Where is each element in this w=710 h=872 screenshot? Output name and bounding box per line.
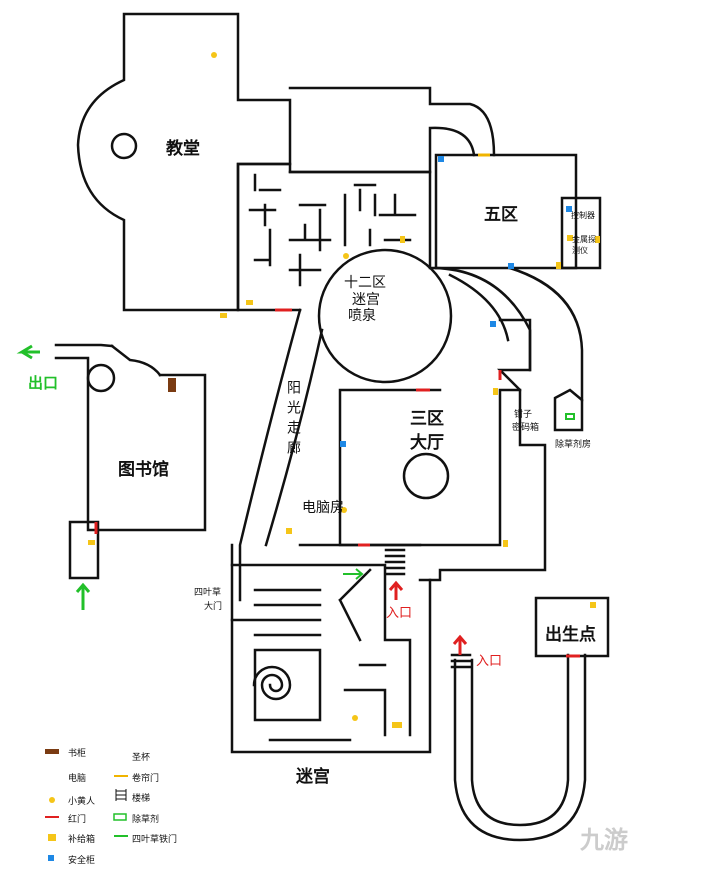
hall3-label-2: 大厅 bbox=[410, 433, 444, 453]
zone12-fountain-room bbox=[317, 248, 453, 384]
zone5-walls bbox=[434, 153, 578, 270]
legend-little-yellow-man: 小黄人 bbox=[68, 797, 96, 807]
maze-walls bbox=[230, 543, 432, 754]
entrance-label-1: 入口 bbox=[386, 606, 413, 621]
library-walls bbox=[86, 358, 207, 532]
maze-spiral bbox=[252, 665, 292, 701]
legend-bookshelf: 书柜 bbox=[68, 749, 87, 759]
zone5-label: 五区 bbox=[484, 205, 518, 225]
controller-label: 控制器 bbox=[571, 211, 595, 220]
legend-herbicide: 除草剂 bbox=[132, 815, 160, 825]
metal-detector-label: 金属探测仪 bbox=[572, 235, 596, 255]
hall3-pillar bbox=[402, 452, 450, 500]
library-label: 图书馆 bbox=[118, 460, 169, 480]
computer-room-label: 电脑房 bbox=[302, 500, 344, 516]
legend-red-door: 红门 bbox=[68, 815, 87, 825]
library-stair-circle bbox=[86, 363, 116, 393]
legend-rolling-door: 卷帘门 bbox=[132, 774, 160, 784]
legend-supply-box: 补给箱 bbox=[68, 835, 96, 845]
entrance-label-2: 入口 bbox=[476, 654, 503, 669]
zone12-maze-walls bbox=[236, 162, 438, 312]
zone12-maze-label: 迷宫 bbox=[352, 292, 380, 308]
spawn-label: 出生点 bbox=[545, 625, 596, 645]
controller-room bbox=[560, 196, 602, 270]
maze-label: 迷宫 bbox=[296, 767, 330, 787]
church-label: 教堂 bbox=[166, 139, 200, 159]
sunny-corridor-label: 阳光走廊 bbox=[285, 380, 301, 460]
pliers-label: 钳子 bbox=[514, 410, 533, 420]
watermark: 九游 bbox=[580, 826, 628, 854]
church-pillar bbox=[110, 132, 138, 160]
codebox-label: 密码箱 bbox=[512, 423, 540, 433]
legend-clover-iron-door: 四叶草铁门 bbox=[132, 835, 178, 845]
legend-computer: 电脑 bbox=[68, 774, 87, 784]
clover-gate-label-1: 四叶草 bbox=[194, 588, 222, 598]
sunny-corridor bbox=[238, 308, 302, 602]
clover-gate-label-2: 大门 bbox=[204, 602, 223, 612]
herbicide-room-label: 除草剂房 bbox=[555, 440, 592, 450]
church-walls bbox=[76, 12, 292, 312]
zone12-label: 十二区 bbox=[344, 275, 386, 291]
legend-holy-grail: 圣杯 bbox=[132, 753, 151, 763]
exit-label: 出口 bbox=[28, 374, 59, 392]
zone12-fountain-label: 喷泉 bbox=[348, 308, 376, 324]
legend-stairs: 楼梯 bbox=[132, 794, 151, 804]
legend-safe: 安全柜 bbox=[68, 856, 96, 866]
hall3-label-1: 三区 bbox=[410, 409, 444, 429]
